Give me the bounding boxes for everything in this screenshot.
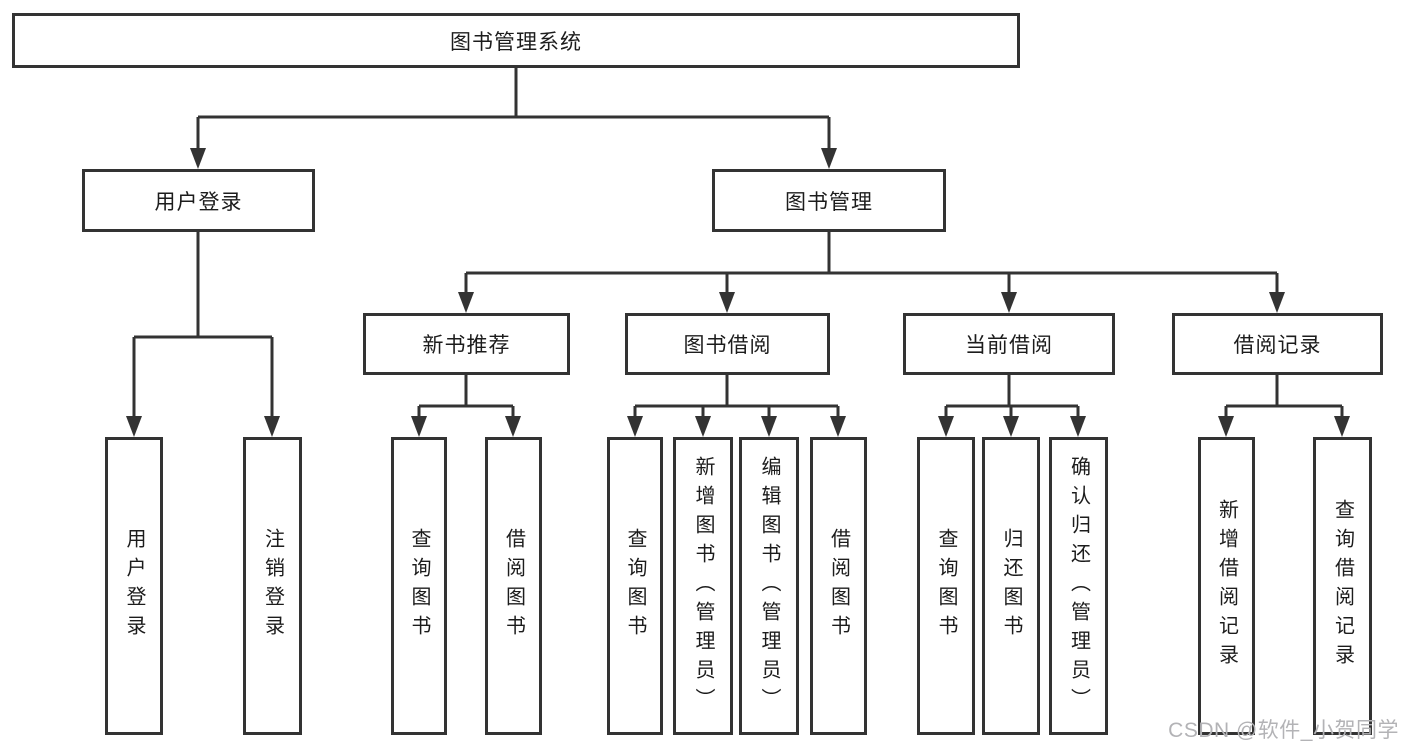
node-current-borrowing: 当前借阅	[903, 313, 1115, 375]
node-label: 图书借阅	[683, 334, 772, 357]
leaf-query-books-recommend: 查询图书	[391, 437, 447, 735]
leaf-label: 查询借阅记录	[1331, 499, 1354, 673]
leaf-borrow-books-recommend: 借阅图书	[485, 437, 542, 735]
node-library-management-system: 图书管理系统	[12, 13, 1020, 68]
leaf-label: 编辑图书（管理员）	[758, 455, 780, 717]
leaf-label: 新增借阅记录	[1215, 499, 1238, 673]
node-new-book-recommendation: 新书推荐	[363, 313, 570, 375]
leaf-label: 归还图书	[1000, 528, 1022, 644]
node-label: 图书管理	[785, 190, 873, 214]
leaf-label: 借阅图书	[827, 528, 850, 644]
leaf-add-book-admin: 新增图书（管理员）	[673, 437, 733, 735]
node-label: 图书管理系统	[450, 30, 582, 54]
leaf-label: 确认归还（管理员）	[1067, 455, 1090, 717]
leaf-query-books-current: 查询图书	[917, 437, 975, 735]
leaf-confirm-return-admin: 确认归还（管理员）	[1049, 437, 1108, 735]
node-label: 用户登录	[154, 190, 243, 214]
leaf-query-books-borrow: 查询图书	[607, 437, 663, 735]
node-book-borrowing: 图书借阅	[625, 313, 830, 375]
leaf-label: 借阅图书	[502, 528, 525, 644]
leaf-return-books: 归还图书	[982, 437, 1040, 735]
leaf-label: 查询图书	[408, 528, 430, 644]
node-label: 借阅记录	[1233, 334, 1322, 357]
watermark: CSDN @软件_小贺同学	[1168, 719, 1399, 742]
leaf-edit-book-admin: 编辑图书（管理员）	[739, 437, 799, 735]
leaf-query-borrow-record: 查询借阅记录	[1313, 437, 1372, 735]
leaf-user-login: 用户登录	[105, 437, 163, 735]
leaf-label: 注销登录	[261, 528, 284, 644]
node-book-management: 图书管理	[712, 169, 946, 232]
leaf-label: 查询图书	[624, 528, 646, 644]
leaf-add-borrow-record: 新增借阅记录	[1198, 437, 1255, 735]
node-borrowing-records: 借阅记录	[1172, 313, 1383, 375]
leaf-label: 新增图书（管理员）	[692, 455, 714, 717]
leaf-label: 查询图书	[935, 528, 957, 644]
leaf-logout: 注销登录	[243, 437, 302, 735]
node-label: 当前借阅	[965, 334, 1053, 357]
node-label: 新书推荐	[422, 334, 511, 357]
node-user-login: 用户登录	[82, 169, 315, 232]
leaf-label: 用户登录	[123, 528, 145, 644]
leaf-borrow-books-borrow: 借阅图书	[810, 437, 867, 735]
